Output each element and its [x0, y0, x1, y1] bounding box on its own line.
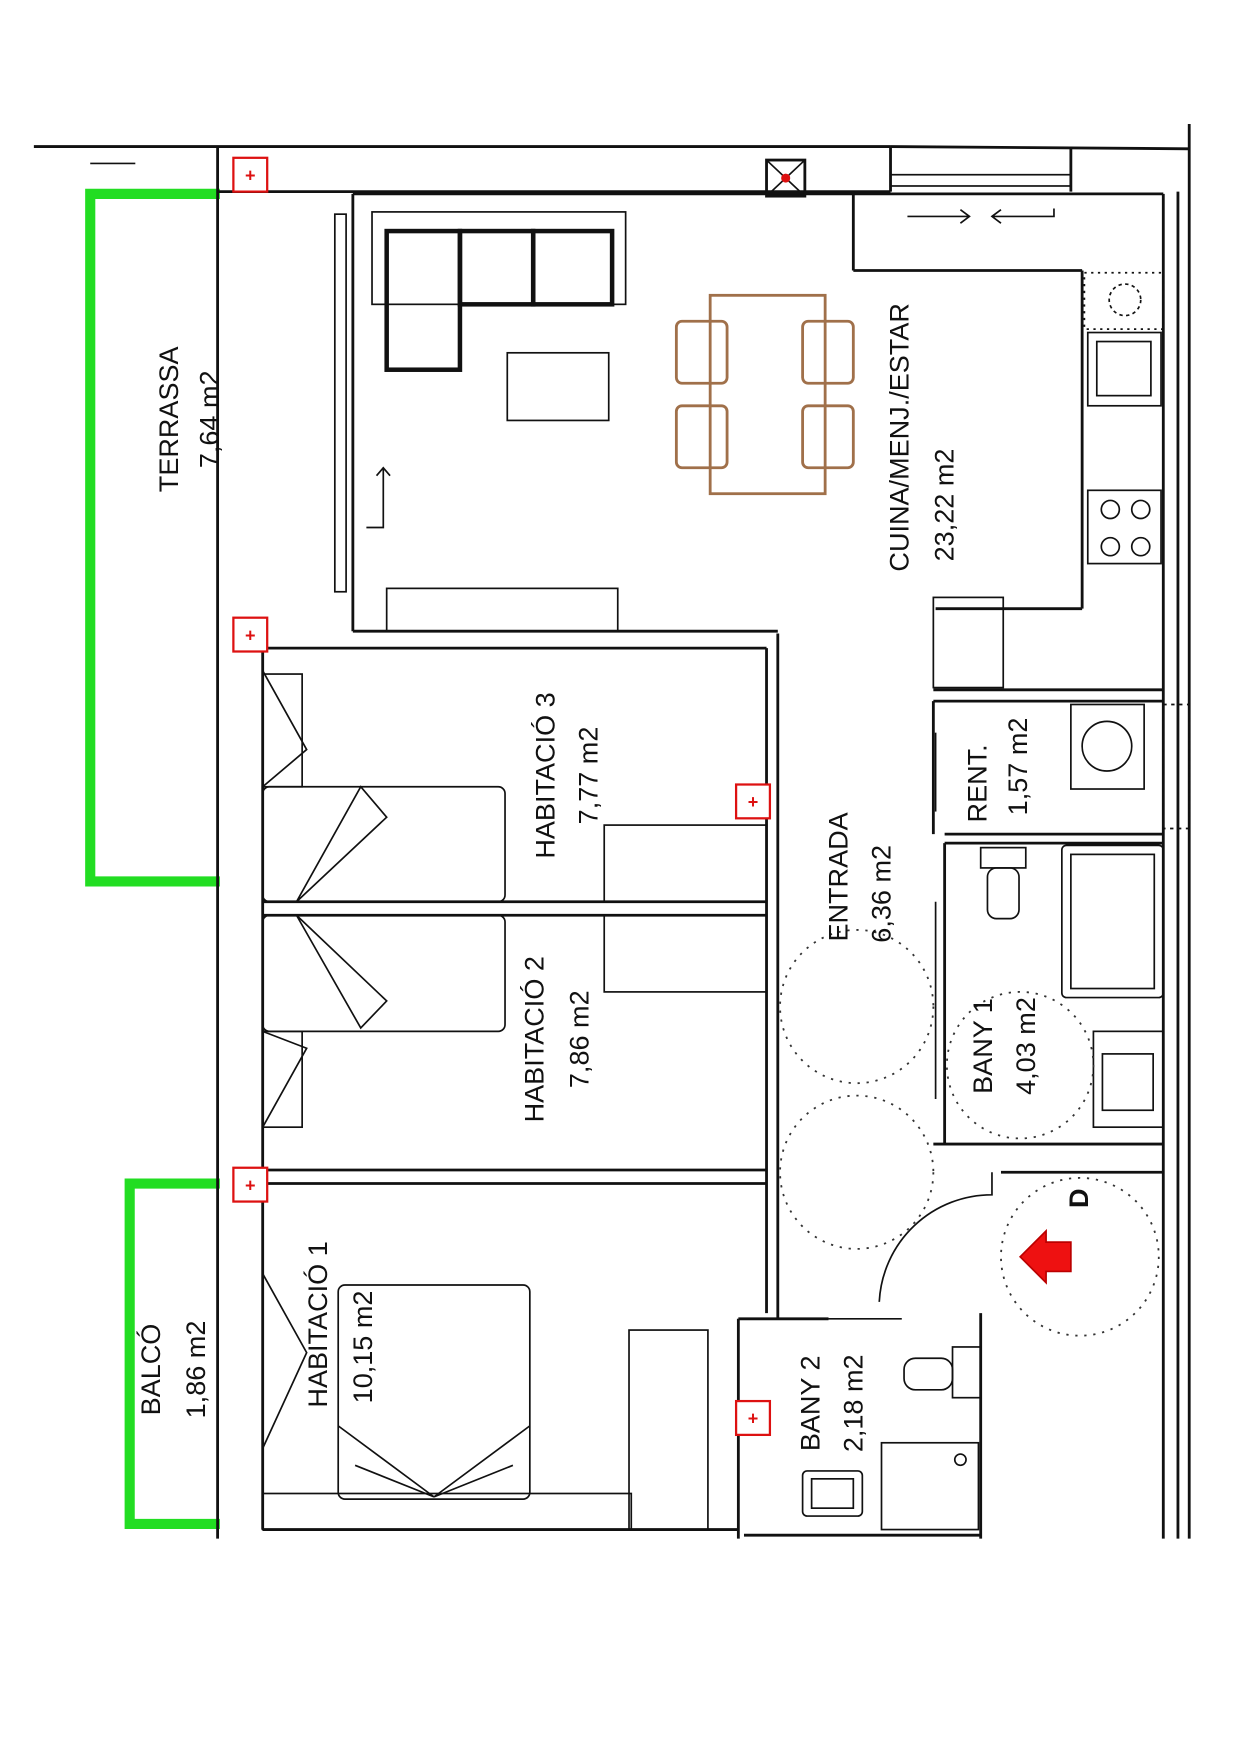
balcony-outline [124, 1178, 220, 1530]
room-balco: BALCÓ 1,86 m2 [135, 1321, 211, 1419]
room-terrassa: TERRASSA 7,64 m2 [154, 346, 225, 492]
svg-text:+: + [245, 165, 256, 185]
room-area: 10,15 m2 [348, 1291, 378, 1404]
tv-unit [385, 587, 619, 633]
room-area: 1,86 m2 [181, 1321, 211, 1419]
room-bany1: BANY 1 4,03 m2 [968, 997, 1041, 1095]
room-area: 1,57 m2 [1003, 718, 1033, 816]
svg-text:+: + [245, 1175, 256, 1195]
room-cuina: CUINA/MENJ./ESTAR 23,22 m2 [885, 303, 960, 572]
bedroom1-furniture [261, 1273, 709, 1531]
room-habitacio3: HABITACIÓ 3 7,77 m2 [530, 692, 604, 858]
room-name: HABITACIÓ 3 [530, 692, 561, 858]
room-area: 23,22 m2 [930, 449, 960, 562]
terrace-outline [85, 188, 220, 887]
dining-set [674, 293, 855, 496]
room-area: 7,64 m2 [195, 370, 225, 468]
bedroom3-furniture [261, 670, 768, 903]
entrance-door-arc [878, 1172, 993, 1302]
room-name: BALCÓ [135, 1324, 166, 1416]
svg-text:+: + [245, 625, 256, 645]
vent-icon [765, 158, 807, 198]
room-area: 2,18 m2 [838, 1354, 868, 1452]
laundry-shaft [1162, 703, 1191, 830]
sofa [371, 211, 627, 372]
room-name: BANY 1 [968, 998, 998, 1094]
bedroom2-furniture [261, 914, 768, 1129]
room-area: 6,36 m2 [867, 845, 897, 943]
room-rent: RENT. 1,57 m2 [962, 718, 1033, 823]
svg-text:+: + [748, 792, 759, 812]
room-area: 7,77 m2 [573, 727, 603, 825]
room-name: TERRASSA [154, 346, 184, 492]
entrance-arrow-icon [1018, 1228, 1072, 1285]
room-habitacio1: HABITACIÓ 1 10,15 m2 [302, 1241, 378, 1407]
room-area: 4,03 m2 [1011, 997, 1041, 1095]
room-name: CUINA/MENJ./ESTAR [885, 303, 915, 572]
bathroom2-fixtures [801, 1346, 982, 1531]
markers: + + + + + [232, 156, 772, 1437]
turning-circle [779, 929, 935, 1085]
washing-machine [1070, 703, 1145, 790]
turning-circle [779, 1094, 935, 1250]
turning-circle [945, 991, 1095, 1140]
window-arrow-icon [366, 466, 391, 529]
kitchen-appliances [907, 208, 1165, 689]
room-name: ENTRADA [824, 812, 854, 941]
entrance-label: D [1064, 1188, 1094, 1208]
room-habitacio2: HABITACIÓ 2 7,86 m2 [518, 956, 594, 1122]
svg-text:+: + [748, 1409, 759, 1429]
bathroom1-fixtures [979, 844, 1165, 1129]
coffee-table [506, 351, 610, 422]
room-name: RENT. [962, 744, 992, 822]
room-area: 7,86 m2 [564, 990, 594, 1088]
turning-circle [1000, 1176, 1160, 1337]
room-name: HABITACIÓ 2 [518, 956, 549, 1122]
room-bany2: BANY 2 2,18 m2 [796, 1354, 869, 1452]
room-name: HABITACIÓ 1 [302, 1241, 333, 1407]
room-entrada: ENTRADA 6,36 m2 [824, 812, 897, 942]
room-name: BANY 2 [796, 1355, 826, 1451]
